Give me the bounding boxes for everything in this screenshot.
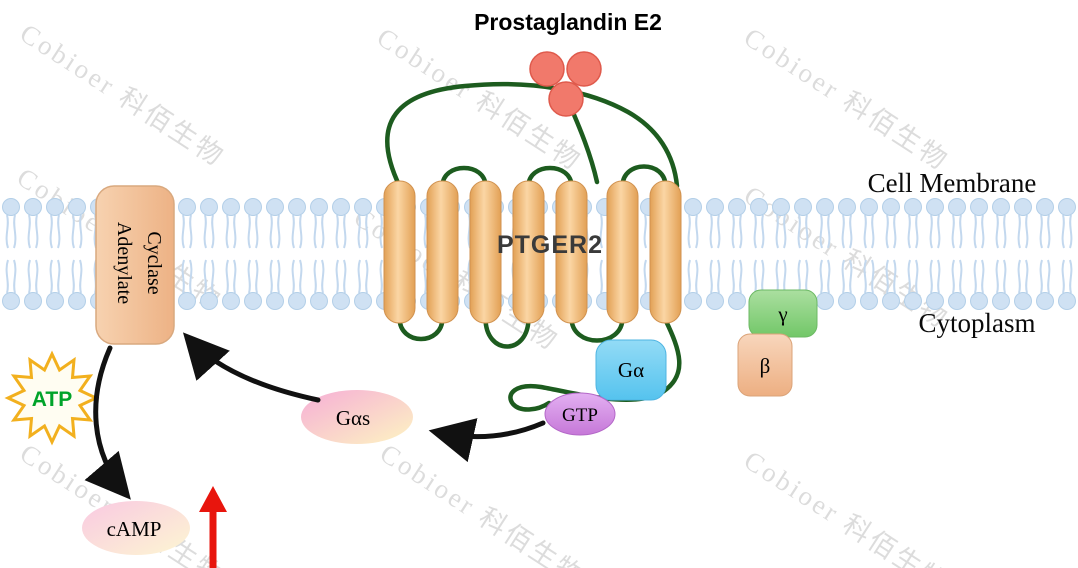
transmembrane-helix [606, 180, 639, 324]
ligand-molecule [548, 81, 584, 117]
atp-molecule: ATP [4, 350, 100, 446]
camp-molecule: cAMP [82, 501, 190, 555]
atp-starburst [4, 350, 100, 446]
transmembrane-helix [512, 180, 545, 324]
ligand-title: Prostaglandin E2 [474, 9, 662, 35]
beta-subunit-box [737, 333, 793, 397]
receptor-loop [397, 315, 445, 342]
watermark: Cobioer 科佰生物 [739, 445, 955, 568]
arrow-adenylate-cyclase-to-camp [84, 345, 131, 500]
ligand-pge2: Prostaglandin E2 [474, 9, 662, 117]
receptor-loops [385, 81, 682, 412]
adenylate-cyclase-label-line2: Cyclase [143, 231, 165, 294]
receptor-c-terminus-loop [508, 317, 682, 412]
receptor-loop [620, 164, 668, 189]
gas-ellipse [301, 390, 413, 444]
receptor-loop [440, 165, 488, 189]
receptor-n-terminus-loop [385, 81, 680, 189]
adenylate-cyclase: Adenylate Cyclase [95, 185, 175, 345]
transmembrane-helix [383, 180, 416, 324]
transmembrane-helix [426, 180, 459, 324]
camp-ellipse [82, 501, 190, 555]
gas-molecule: Gαs [301, 390, 413, 444]
ligand-molecule [529, 51, 565, 87]
cell-membrane-label: Cell Membrane [868, 168, 1037, 198]
camp-increase-arrow [199, 486, 227, 568]
gas-label: Gαs [336, 406, 370, 430]
gtp-molecule: GTP [544, 392, 616, 436]
ligand-molecule [566, 51, 602, 87]
receptor-loop [483, 315, 531, 349]
transmembrane-helix [555, 180, 588, 324]
watermark: Cobioer 科佰生物 [15, 18, 231, 173]
camp-increase-arrow-head [199, 486, 227, 512]
camp-label: cAMP [107, 517, 162, 541]
gtp-label: GTP [562, 405, 598, 426]
adenylate-cyclase-label-line1: Adenylate [113, 222, 135, 304]
transmembrane-helix [469, 180, 502, 324]
receptor-loop [526, 165, 574, 189]
g-protein-beta-gamma: γ β [737, 289, 818, 397]
adenylate-cyclase-box [95, 185, 175, 345]
camp-increase-arrow-shaft [209, 508, 217, 568]
watermark: Cobioer 科佰生物 [375, 438, 591, 568]
arrow-gtp-to-gas [428, 418, 546, 463]
cytoplasm-label: Cytoplasm [918, 308, 1035, 338]
watermark: Cobioer 科佰生物 [739, 22, 955, 177]
g-alpha-label: Gα [618, 358, 644, 382]
signal-arrows [84, 332, 546, 500]
receptor-loop [569, 315, 625, 343]
transmembrane-helix [649, 180, 682, 324]
atp-label: ATP [32, 388, 72, 411]
receptor-label: PTGER2 [497, 231, 603, 259]
gtp-ellipse [544, 392, 616, 436]
arrow-gas-to-adenylate-cyclase [182, 332, 321, 403]
receptor-ptger2: PTGER2 [383, 180, 682, 324]
gamma-subunit-label: γ [777, 302, 787, 326]
beta-subunit-label: β [760, 354, 771, 378]
g-alpha-subunit: Gα [595, 339, 667, 401]
g-alpha-box [595, 339, 667, 401]
